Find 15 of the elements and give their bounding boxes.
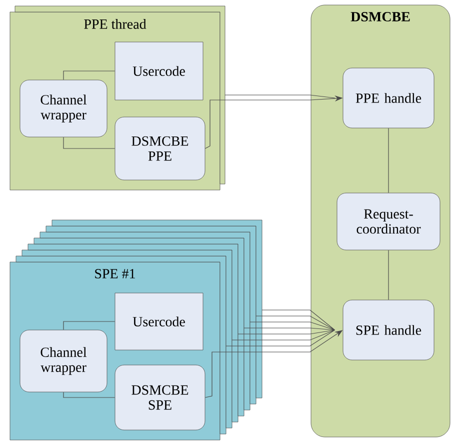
module-box: SPE handle xyxy=(342,300,434,360)
module-box: Request-coordinator xyxy=(336,192,440,250)
connector xyxy=(63,136,116,149)
module-box: Usercode xyxy=(114,292,204,350)
module-box: Usercode xyxy=(114,42,204,100)
module-box: Channel wrapper xyxy=(20,80,108,138)
connector xyxy=(388,250,389,300)
module-box: Channel wrapper xyxy=(20,330,108,392)
connector xyxy=(63,70,116,80)
module-box: DSMCBE SPE xyxy=(114,364,206,430)
connector xyxy=(388,128,389,194)
connector xyxy=(63,392,116,398)
module-box: DSMCBE PPE xyxy=(114,116,206,180)
module-box: PPE handle xyxy=(342,68,434,128)
connector xyxy=(63,321,116,330)
